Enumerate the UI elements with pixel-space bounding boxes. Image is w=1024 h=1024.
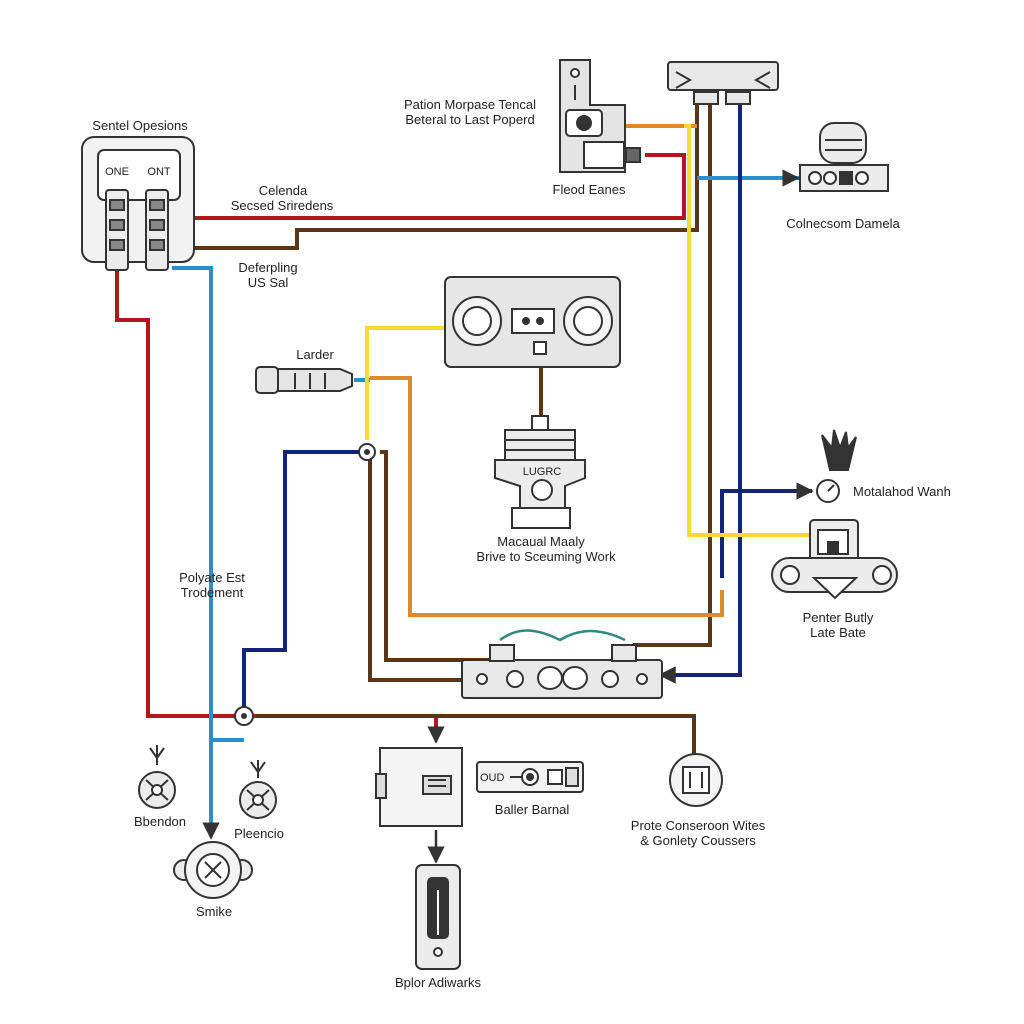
red-wire-main <box>115 268 438 740</box>
printer-label: Penter Butly <box>802 610 874 625</box>
terminal-block <box>461 644 663 699</box>
deferpling-sub-label: US Sal <box>247 275 289 290</box>
flood-unit <box>559 59 641 173</box>
mutational-label: Motalahod Wanh <box>853 484 951 499</box>
smike-component <box>173 841 253 899</box>
red-wire-top <box>172 153 686 220</box>
smike-label: Smike <box>195 904 233 919</box>
switch-panel <box>81 136 195 271</box>
polyate-sub-label: Trodement <box>180 585 244 600</box>
navy-wire-right <box>660 98 742 677</box>
larder-label: Larder <box>296 347 334 362</box>
sensor-options-label: Sentel Opesions <box>92 118 188 133</box>
prote-sub-label: & Gonlety Coussers <box>640 833 756 848</box>
switch-left-label: ONE <box>105 166 129 178</box>
manual-sub-label: Brive to Sceuming Work <box>476 549 616 564</box>
pleencio-label: Pleencio <box>234 826 284 841</box>
deferpling-label: Deferpling <box>238 260 298 275</box>
connection-label: Colnecsom Damela <box>786 216 900 231</box>
flood-label: Fleod Eanes <box>552 182 626 197</box>
top-connector <box>667 61 779 105</box>
orange-wire-loop <box>370 376 724 617</box>
brown-wire-right <box>633 98 712 647</box>
top-note-sub-label: Beteral to Last Poperd <box>405 112 535 127</box>
switch-right-label: ONT <box>147 166 171 178</box>
larder-connector <box>255 366 353 394</box>
prote-label: Prote Conseroon Wites <box>630 818 766 833</box>
watch-component <box>816 429 857 503</box>
printer-component <box>771 519 898 600</box>
navy-wire-watch <box>720 489 812 578</box>
brown-wire-loop <box>368 452 462 682</box>
blue-wire-main <box>172 266 213 835</box>
meter-box <box>375 747 463 827</box>
navy-wire-left <box>242 450 362 710</box>
brown-wire-mid <box>380 450 495 662</box>
yellow-wire-module <box>365 326 453 440</box>
oud-gauge <box>476 761 584 793</box>
pleencio-component <box>239 760 277 819</box>
oud-label: OUD <box>480 772 505 784</box>
prote-dial <box>669 753 723 807</box>
yellow-wire-main <box>684 124 810 537</box>
baller-label: Baller Barnal <box>494 802 570 817</box>
module-tag-label: LUGRC <box>522 466 562 478</box>
calenda-sub-label: Secsed Sriredens <box>230 198 334 213</box>
bbendon-label: Bbendon <box>133 814 187 829</box>
relay-module <box>494 415 586 529</box>
probe-device <box>415 864 461 970</box>
central-module <box>444 276 621 368</box>
top-note-label: Pation Morpase Tencal <box>403 97 537 112</box>
brown-wire-top <box>172 98 699 250</box>
connection-block <box>799 122 889 192</box>
bplor-label: Bplor Adiwarks <box>395 975 481 990</box>
calenda-label: Celenda <box>258 183 308 198</box>
brown-wire-bottom <box>256 714 696 755</box>
printer-sub-label: Late Bate <box>810 625 866 640</box>
teal-wire-jumper <box>499 629 626 642</box>
bbendon-component <box>138 745 176 809</box>
manual-label: Macaual Maaly <box>497 534 585 549</box>
polyate-label: Polyate Est <box>179 570 245 585</box>
